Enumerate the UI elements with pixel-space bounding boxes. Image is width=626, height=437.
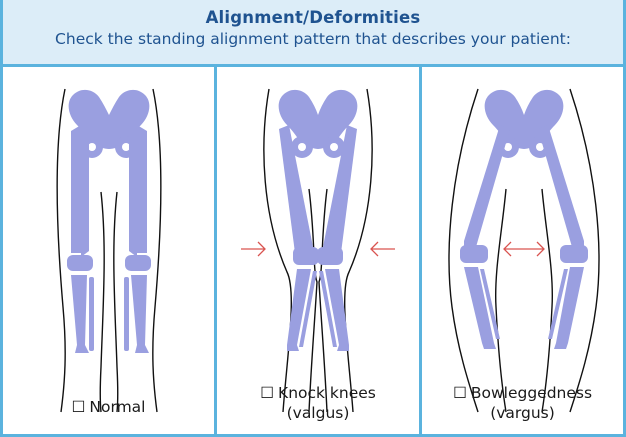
normal-legs-illustration <box>3 67 214 434</box>
option-knock-knees[interactable]: ☐Knock knees (valgus) <box>217 67 422 434</box>
option-normal-caption: ☐Normal <box>3 397 214 417</box>
bowleggedness-illustration <box>422 67 623 434</box>
knock-knees-checkbox[interactable]: ☐ <box>260 383 274 403</box>
knock-knees-sublabel: (valgus) <box>217 403 419 423</box>
normal-label: Normal <box>89 398 145 416</box>
knock-knees-illustration <box>217 67 419 434</box>
alignment-options: ☐Normal <box>3 67 623 434</box>
form-header: Alignment/Deformities Check the standing… <box>3 0 623 67</box>
form-title: Alignment/Deformities <box>3 8 623 27</box>
bowleggedness-sublabel: (vargus) <box>422 403 623 423</box>
option-normal[interactable]: ☐Normal <box>3 67 217 434</box>
bowleggedness-label: Bowleggedness <box>471 384 592 402</box>
option-knock-knees-caption: ☐Knock knees (valgus) <box>217 383 419 423</box>
normal-checkbox[interactable]: ☐ <box>72 397 86 417</box>
knock-knees-label: Knock knees <box>278 384 376 402</box>
bowleggedness-checkbox[interactable]: ☐ <box>453 383 467 403</box>
option-bowleggedness-caption: ☐Bowleggedness (vargus) <box>422 383 623 423</box>
option-bowleggedness[interactable]: ☐Bowleggedness (vargus) <box>422 67 623 434</box>
form-instructions: Check the standing alignment pattern tha… <box>3 30 623 48</box>
